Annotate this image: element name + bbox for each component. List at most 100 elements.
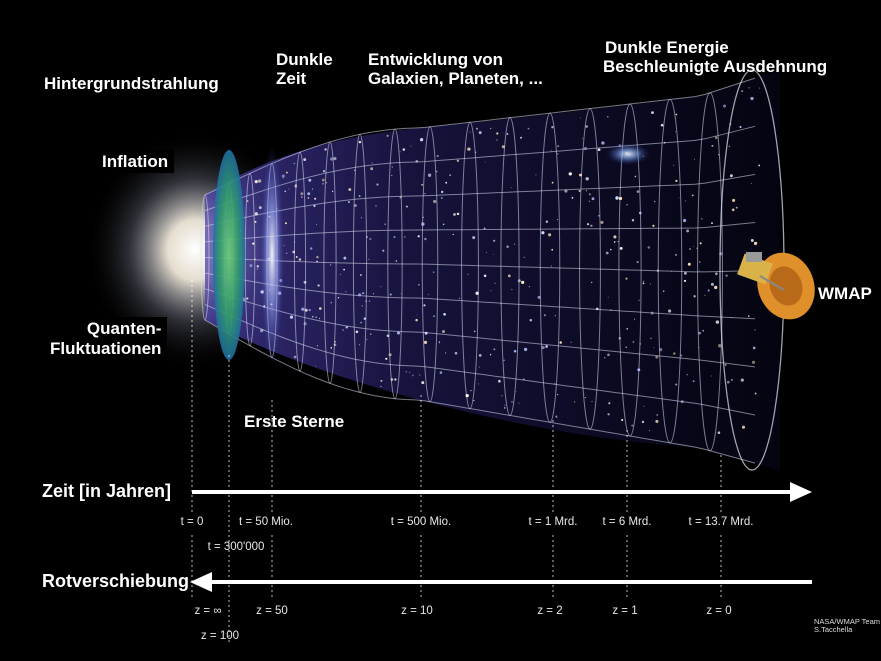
star <box>718 344 722 348</box>
star <box>469 131 471 133</box>
star <box>440 197 443 199</box>
star <box>671 270 673 272</box>
dark-age-line1: Dunkle <box>276 50 333 69</box>
star <box>421 183 423 186</box>
star <box>511 289 513 291</box>
star <box>444 352 447 354</box>
star <box>445 181 448 184</box>
star <box>339 273 341 275</box>
grid-line <box>204 257 756 273</box>
image-credit: NASA/WMAP Team S.Tacchella <box>814 618 880 634</box>
star <box>656 269 660 272</box>
star <box>641 420 645 424</box>
star <box>484 161 486 163</box>
star <box>556 153 559 155</box>
star <box>393 236 396 239</box>
star <box>682 218 687 223</box>
star <box>449 174 452 177</box>
star <box>490 127 492 130</box>
star <box>498 379 501 383</box>
star <box>416 314 418 316</box>
star <box>584 396 586 399</box>
star <box>678 197 680 199</box>
grid-line <box>204 288 756 368</box>
star <box>474 151 477 153</box>
first-stars-label: Erste Sterne <box>244 412 345 431</box>
star <box>477 383 479 385</box>
star <box>333 343 337 347</box>
wmap-spacecraft <box>737 252 815 320</box>
star <box>307 196 310 199</box>
star <box>617 240 619 243</box>
star <box>517 279 521 283</box>
star <box>683 279 687 282</box>
star <box>423 340 428 344</box>
star <box>510 186 512 189</box>
star <box>475 291 479 295</box>
star <box>710 375 712 377</box>
star <box>303 158 307 162</box>
star <box>707 289 710 292</box>
star <box>758 164 761 167</box>
star <box>396 331 401 335</box>
star <box>252 242 255 245</box>
star <box>714 136 718 140</box>
star <box>318 317 321 319</box>
star <box>467 273 469 275</box>
star <box>315 224 318 226</box>
star <box>257 179 262 183</box>
star <box>246 297 249 300</box>
star <box>395 260 398 262</box>
star <box>490 290 492 292</box>
star <box>600 220 604 224</box>
cmb-disk <box>213 150 245 360</box>
star <box>405 371 407 373</box>
star <box>348 188 352 191</box>
star <box>391 174 393 177</box>
star <box>725 274 728 277</box>
star <box>618 337 621 340</box>
star <box>518 402 520 404</box>
star <box>639 343 641 345</box>
star <box>254 179 258 184</box>
redshift-tick: z = ∞ <box>194 605 222 617</box>
star <box>316 345 318 347</box>
star <box>405 205 408 208</box>
star <box>371 162 373 164</box>
star <box>675 131 676 133</box>
quantum-fluctuations-label: Quanten- Fluktuationen <box>44 317 168 361</box>
star <box>523 347 528 352</box>
star <box>256 268 259 270</box>
star <box>358 344 361 346</box>
star <box>556 218 558 220</box>
star <box>513 350 517 353</box>
credit-line2: S.Tacchella <box>814 625 853 634</box>
star <box>550 265 552 267</box>
star <box>337 297 340 299</box>
star <box>358 140 362 144</box>
star <box>675 113 678 116</box>
star <box>483 227 486 230</box>
star <box>292 250 296 254</box>
star <box>258 206 262 210</box>
star <box>754 392 757 395</box>
star <box>698 346 700 348</box>
star <box>300 192 304 196</box>
star <box>441 190 444 194</box>
star <box>380 379 383 382</box>
star <box>751 182 752 184</box>
star <box>643 405 645 407</box>
star <box>313 204 316 208</box>
star <box>475 127 479 130</box>
star <box>710 282 714 286</box>
star <box>607 116 609 118</box>
star <box>368 300 371 302</box>
star <box>570 341 572 344</box>
star <box>424 192 426 195</box>
star <box>752 346 756 350</box>
star <box>382 249 385 252</box>
star <box>541 231 545 235</box>
dark-energy-line2: Beschleunigte Ausdehnung <box>603 57 828 76</box>
star <box>529 319 533 322</box>
time-arrow <box>192 482 812 502</box>
